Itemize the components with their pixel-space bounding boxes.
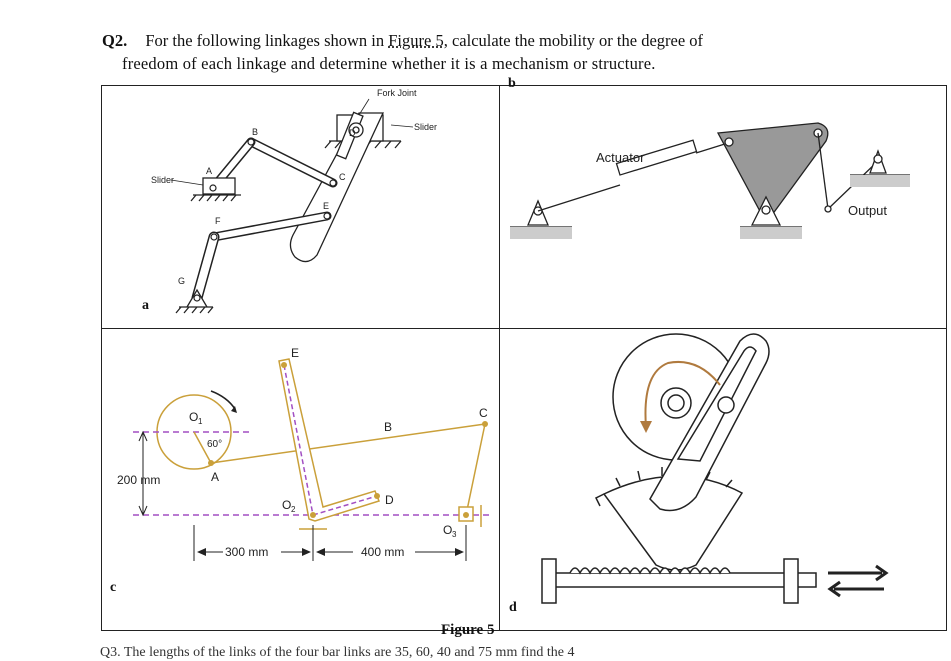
question-line1-b: , calculate the mobility or the degree o… [443,31,704,50]
joint-label-d: D [385,493,394,507]
pivot-label-o3: O [443,523,452,537]
joint-label-c: C [479,406,488,420]
panel-b-linkage: Actuator Output [510,122,910,239]
joint-label-g: G [178,276,185,286]
question-line1-a: For the following linkages shown in [145,31,389,50]
figure-reference: Figure 5 [388,31,444,50]
joint-label-e: E [323,201,329,211]
pivot-label-o2-sub: 2 [291,505,296,514]
panel-d-label: d [509,600,517,615]
pivot-label-o1-sub: 1 [198,417,203,426]
dimension-400mm: 400 mm [361,545,404,559]
next-question-cutoff: Q3. The lengths of the links of the four… [100,645,575,660]
panel-a-linkage: Fork Joint Slider Slider A B C D E F G [151,88,437,314]
joint-label-b: B [252,127,258,137]
pivot-label-o3-sub: 3 [452,530,457,539]
joint-label-e: E [291,346,299,360]
question-number: Q2. [102,31,128,50]
panel-a-label: a [142,298,149,313]
panel-c-linkage: E B C D A 60° O 1 O 2 O 3 200 mm 300 mm … [117,346,491,561]
pivot-label-o2: O [282,498,291,512]
pivot-label-o1: O [189,410,198,424]
label-slider-top: Slider [414,122,437,132]
label-actuator: Actuator [596,150,645,165]
label-output: Output [848,203,887,218]
label-fork-joint: Fork Joint [377,88,417,98]
figure-grid [101,85,947,631]
dimension-200mm: 200 mm [117,473,160,487]
question-line2: freedom of each linkage and determine wh… [122,54,656,73]
joint-label-b: B [384,420,392,434]
label-slider-left: Slider [151,175,174,185]
grid-vertical-divider [499,85,500,631]
joint-label-d: D [349,128,356,138]
dimension-300mm: 300 mm [225,545,268,559]
joint-label-a: A [211,470,219,484]
grid-horizontal-divider [101,328,947,329]
joint-label-f: F [215,216,221,226]
question-text: Q2. For the following linkages shown in … [102,30,862,52]
panel-c-label: c [110,580,117,595]
panel-b-label: b [508,76,516,91]
figure-caption: Figure 5 [441,622,495,638]
angle-label: 60° [207,439,222,450]
panel-d-mechanism [541,333,889,604]
joint-label-c: C [339,172,346,182]
joint-label-a: A [206,166,212,176]
